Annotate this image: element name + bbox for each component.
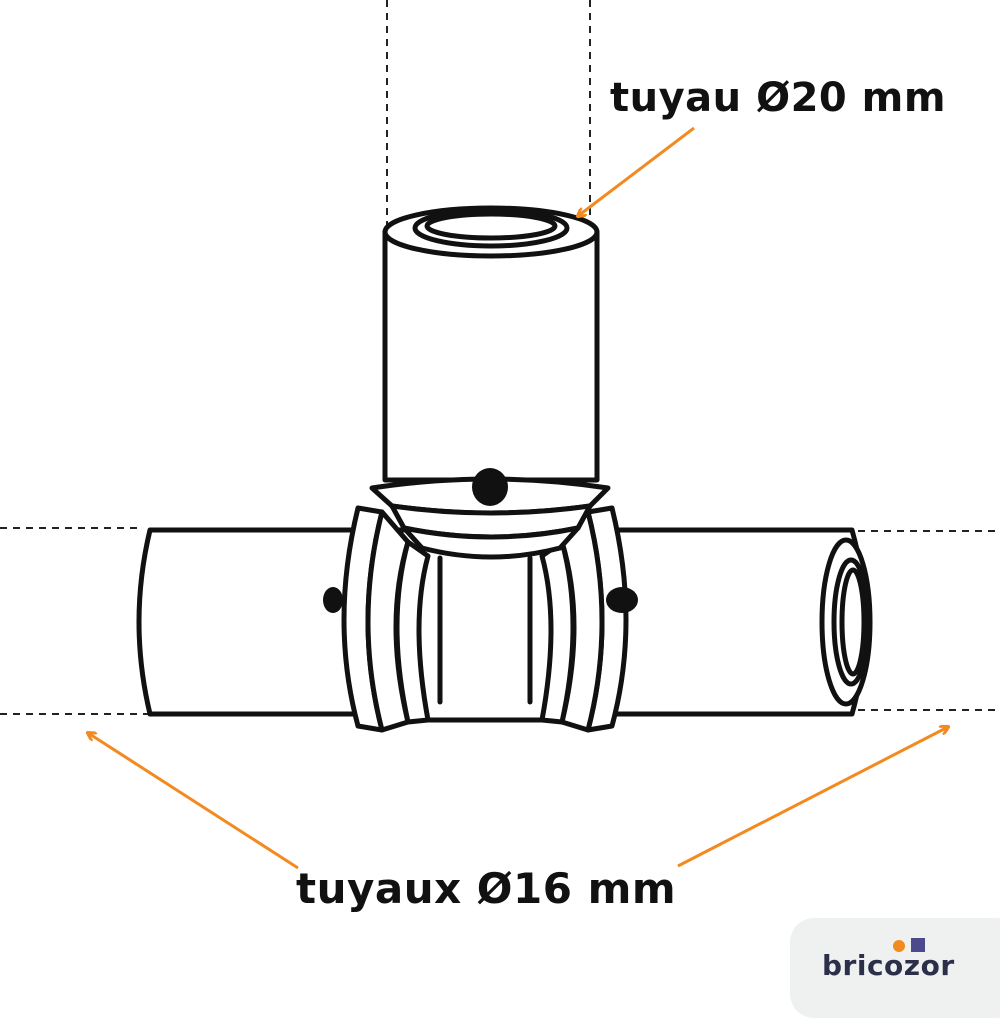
guide-lines [0, 0, 1000, 715]
top-collar-base [401, 525, 581, 560]
inspection-holes [323, 468, 638, 613]
side-pipes-label: tuyaux Ø16 mm [296, 864, 677, 913]
top-pipe [382, 229, 600, 483]
arrow-right-pipe [677, 727, 948, 868]
right-collar-inner [539, 539, 576, 725]
brand-dot-icon [893, 940, 905, 952]
right-pipe-bore [839, 567, 867, 677]
dimension-arrows [88, 126, 948, 870]
top-pipe-label: tuyau Ø20 mm [610, 75, 947, 121]
arrow-left-pipe [88, 733, 299, 870]
left-collar-inner [394, 539, 431, 725]
tee-fitting [136, 205, 873, 733]
left-inspection-hole [323, 587, 343, 613]
brand-logo-text: bricozor [822, 949, 955, 982]
left-pipe [136, 527, 363, 717]
arrow-top-pipe [578, 126, 695, 216]
top-inspection-hole [472, 468, 508, 506]
top-pipe-bore [424, 211, 558, 241]
brand-square-icon [911, 938, 925, 952]
right-inspection-hole [606, 587, 638, 613]
